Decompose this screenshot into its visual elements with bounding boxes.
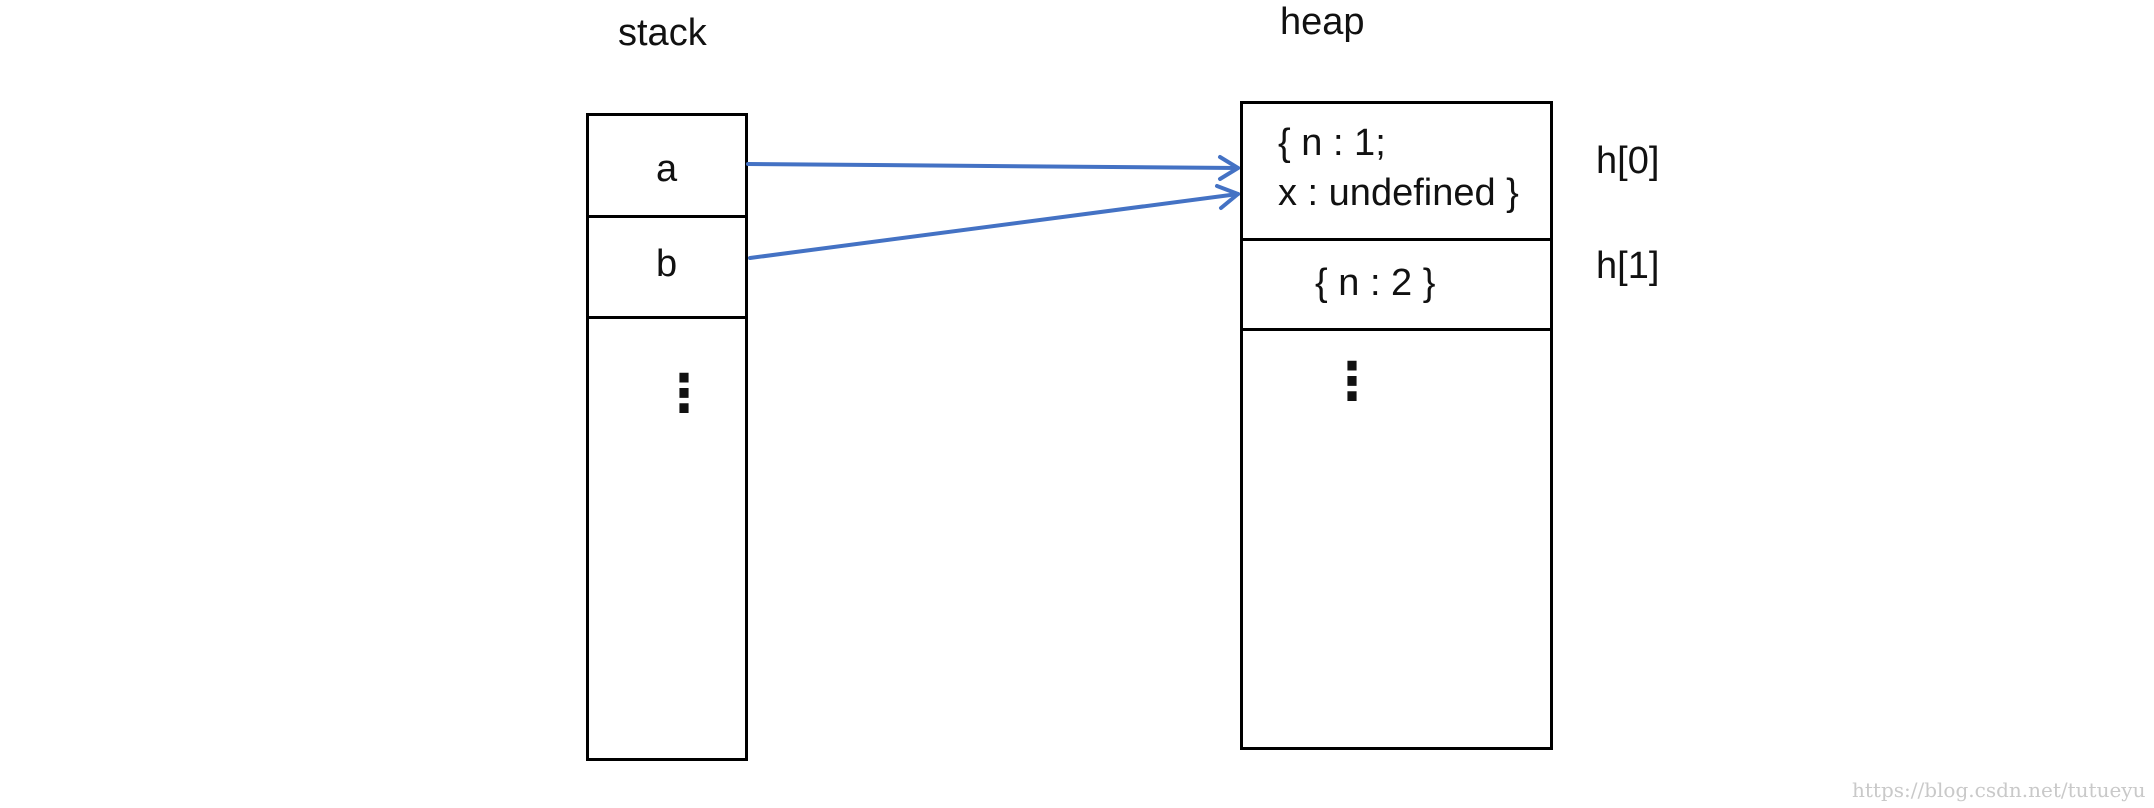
stack-cell-b: b [656, 243, 678, 285]
stack-divider-1 [586, 215, 748, 218]
watermark: https://blog.csdn.net/tutueyu [1852, 778, 2146, 802]
stack-divider-2 [586, 316, 748, 319]
stack-title: stack [618, 12, 707, 54]
heap-cell-0-line-2: x : undefined } [1278, 172, 1519, 214]
heap-cell-0-line-1: { n : 1; [1278, 122, 1386, 164]
heap-address-1: h[1] [1596, 245, 1660, 287]
arrow-a-to-h0 [746, 162, 1240, 170]
heap-box [1240, 101, 1553, 750]
heap-divider-2 [1240, 328, 1553, 331]
stack-cell-a: a [656, 148, 678, 190]
heap-cell-1: { n : 2 } [1315, 262, 1436, 304]
stack-more-dots: ⋮ [658, 365, 710, 423]
heap-divider-1 [1240, 238, 1553, 241]
heap-title: heap [1280, 1, 1365, 43]
heap-more-dots: ⋮ [1326, 353, 1378, 411]
heap-address-0: h[0] [1596, 140, 1660, 182]
arrow-a-to-h0-head [1218, 155, 1240, 181]
arrow-b-to-h0 [748, 192, 1240, 260]
arrow-b-to-h0-head [1215, 184, 1240, 210]
stack-box [586, 113, 748, 761]
